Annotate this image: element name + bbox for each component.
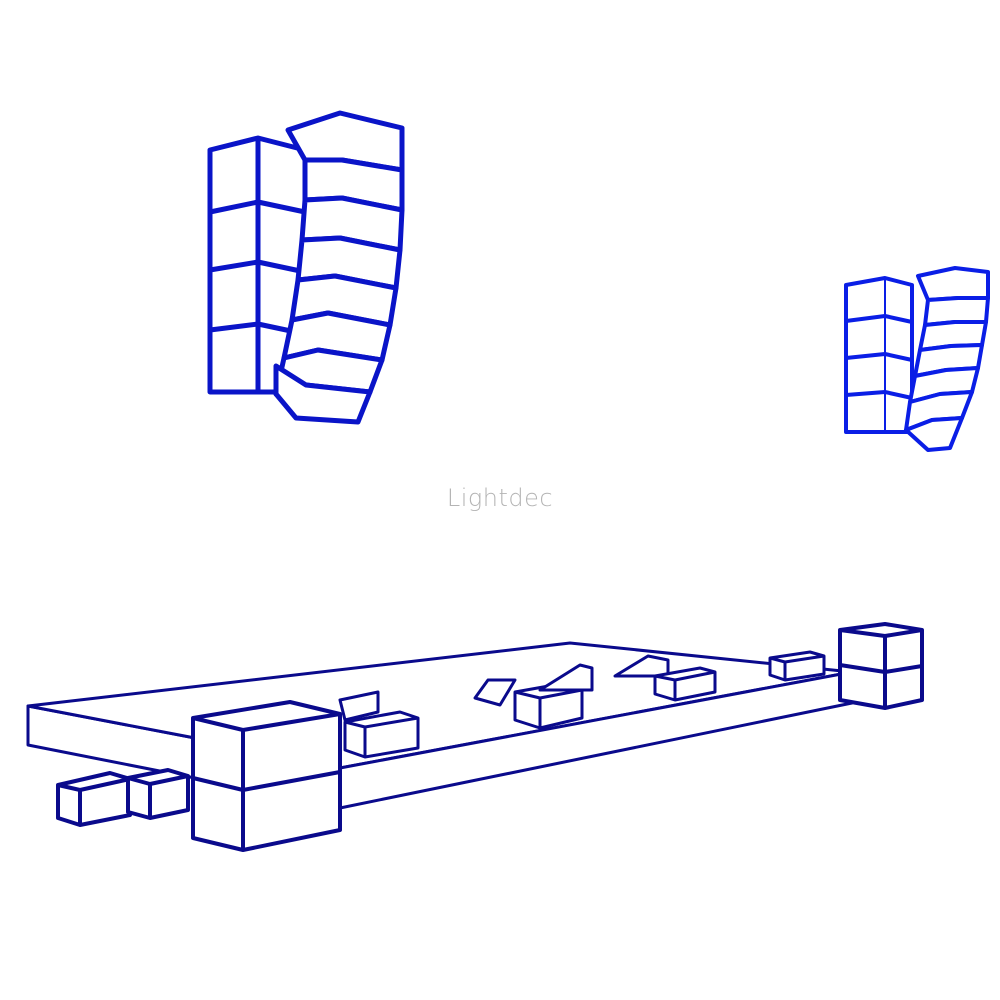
left-curved-array	[273, 110, 405, 425]
watermark: Lightdec	[446, 484, 554, 512]
right-straight-column	[844, 276, 914, 434]
front-left-small-boxes	[56, 768, 190, 827]
stage-equipment	[56, 622, 924, 852]
monitor-wedges	[338, 650, 826, 759]
front-subwoofer-stack	[191, 700, 342, 852]
right-speaker-array	[844, 266, 990, 452]
left-speaker-array	[207, 110, 405, 425]
rear-right-subwoofer-stack	[838, 622, 924, 710]
right-curved-array	[904, 266, 990, 452]
